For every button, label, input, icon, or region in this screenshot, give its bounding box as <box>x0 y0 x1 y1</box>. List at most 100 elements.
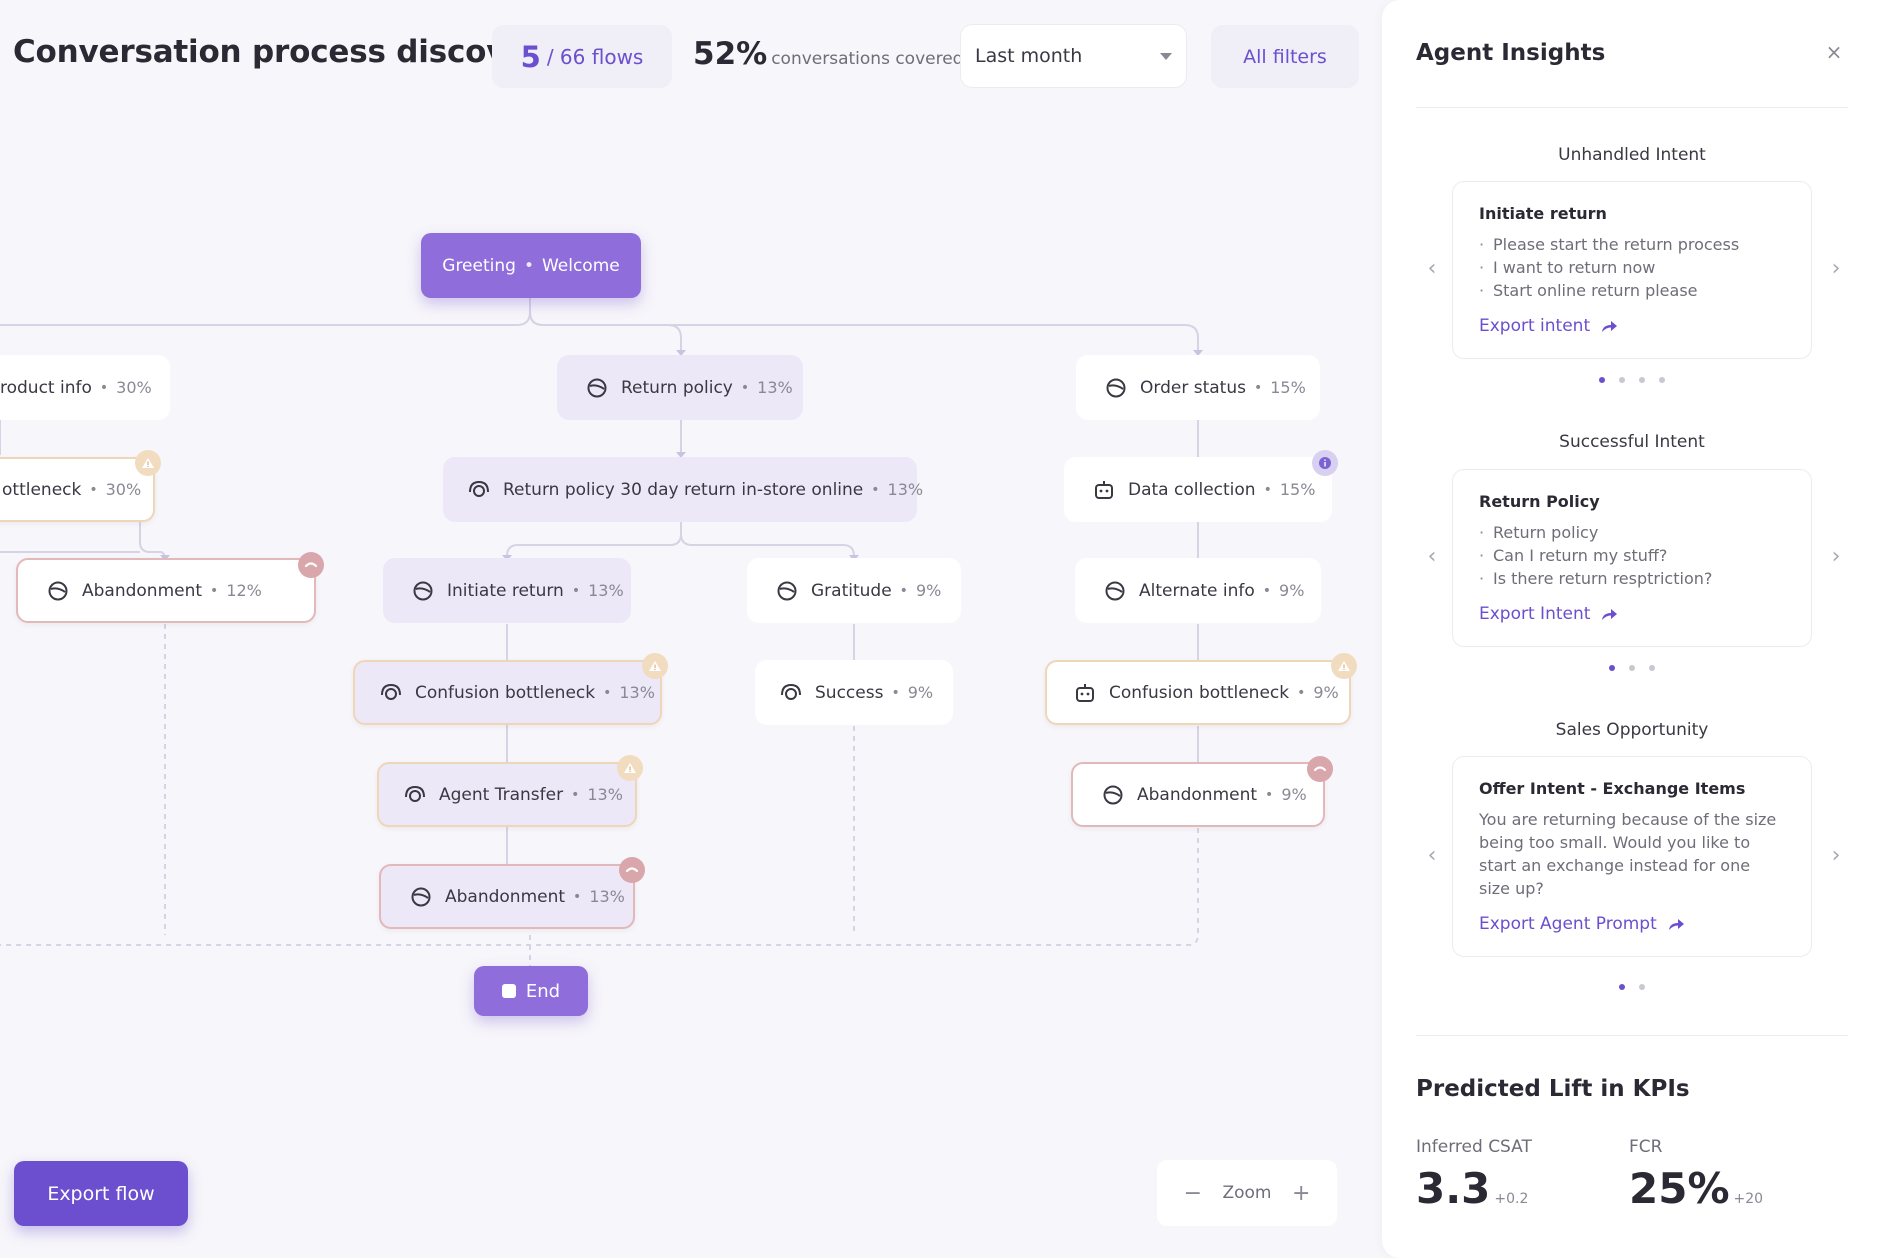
card-title: Return Policy <box>1479 492 1600 511</box>
chevron-right-icon[interactable]: › <box>1831 843 1841 868</box>
export-intent-link[interactable]: Export intent <box>1479 316 1785 336</box>
separator-dot: • <box>603 684 612 701</box>
flow-node-greeting[interactable]: Greeting • Welcome <box>421 233 641 298</box>
list-item: Start online return please <box>1479 279 1785 302</box>
node-percent: 9% <box>1279 581 1305 600</box>
end-label: End <box>525 980 561 1002</box>
flow-node-abandonment-mid[interactable]: Abandonment • 13% <box>379 864 635 929</box>
node-label: Initiate return <box>447 580 564 601</box>
headset-icon <box>381 683 401 700</box>
stop-square-icon <box>501 984 516 998</box>
card-title: Offer Intent - Exchange Items <box>1479 779 1746 798</box>
list-item: Can I return my stuff? <box>1479 544 1785 567</box>
carousel-dot[interactable] <box>1619 377 1625 383</box>
carousel-dot[interactable] <box>1639 984 1645 990</box>
close-icon[interactable]: × <box>1825 40 1843 64</box>
warning-icon <box>642 653 668 679</box>
card-title: Initiate return <box>1479 204 1607 223</box>
carousel-dot[interactable] <box>1659 377 1665 383</box>
chat-bubble-icon <box>587 378 607 397</box>
list-item: Please start the return process <box>1479 233 1785 256</box>
flow-node-bottleneck-left[interactable]: ottleneck • 30% <box>0 457 155 522</box>
separator-dot: • <box>523 255 534 276</box>
warning-icon <box>1331 653 1357 679</box>
flow-node-agent-transfer[interactable]: Agent Transfer • 13% <box>377 762 637 827</box>
export-agent-prompt-link[interactable]: Export Agent Prompt <box>1479 914 1785 934</box>
flow-node-success[interactable]: Success • 9% <box>755 660 953 725</box>
export-flow-button[interactable]: Export flow <box>14 1161 188 1226</box>
separator-dot: • <box>571 582 581 599</box>
flow-canvas <box>0 298 1203 966</box>
carousel-dot[interactable] <box>1609 665 1615 671</box>
chat-bubble-icon <box>1106 378 1126 397</box>
flow-node-return-policy-30[interactable]: Return policy 30 day return in-store onl… <box>443 457 923 522</box>
divider <box>1416 107 1848 108</box>
share-arrow-icon <box>1602 321 1618 332</box>
chevron-right-icon[interactable]: › <box>1831 544 1841 569</box>
zoom-control: − Zoom + <box>1157 1160 1337 1226</box>
separator-dot: • <box>1297 684 1306 701</box>
card-body: You are returning because of the size be… <box>1479 810 1777 898</box>
flow-node-return-policy[interactable]: Return policy • 13% <box>557 355 803 420</box>
separator-dot: • <box>740 379 750 396</box>
chevron-left-icon[interactable]: ‹ <box>1427 256 1437 281</box>
panel-title: Agent Insights <box>1416 40 1606 66</box>
chevron-left-icon[interactable]: ‹ <box>1427 544 1437 569</box>
node-label: Abandonment <box>82 580 203 601</box>
carousel-dot[interactable] <box>1629 665 1635 671</box>
all-filters-label: All filters <box>1243 45 1327 68</box>
zoom-out-button[interactable]: − <box>1183 1180 1203 1206</box>
chevron-down-icon <box>1160 52 1172 60</box>
flow-node-alternate-info[interactable]: Alternate info • 9% <box>1075 558 1321 623</box>
flow-node-confusion-right[interactable]: Confusion bottleneck • 9% <box>1045 660 1351 725</box>
greeting-label: Greeting <box>442 255 516 276</box>
chevron-left-icon[interactable]: ‹ <box>1427 843 1437 868</box>
list-item: Is there return resptriction? <box>1479 567 1785 590</box>
csat-delta: +0.2 <box>1494 1191 1529 1206</box>
greeting-sub: Welcome <box>541 255 620 276</box>
flow-node-initiate-return[interactable]: Initiate return • 13% <box>383 558 631 623</box>
carousel-dot[interactable] <box>1599 377 1605 383</box>
zoom-in-button[interactable]: + <box>1291 1180 1311 1206</box>
fcr-number: 25% <box>1629 1168 1730 1206</box>
link-label: Export Agent Prompt <box>1479 914 1657 934</box>
node-label: Gratitude <box>811 580 892 601</box>
insight-card-sales: Offer Intent - Exchange Items You are re… <box>1452 756 1812 957</box>
separator-dot: • <box>573 888 582 905</box>
flow-node-abandonment-right[interactable]: Abandonment • 9% <box>1071 762 1325 827</box>
period-select-value: Last month <box>975 45 1083 67</box>
warning-icon <box>617 755 643 781</box>
chevron-right-icon[interactable]: › <box>1831 256 1841 281</box>
share-arrow-icon <box>1668 919 1684 930</box>
separator-dot: • <box>899 582 908 599</box>
export-intent-link[interactable]: Export Intent <box>1479 604 1785 624</box>
flow-node-data-collection[interactable]: Data collection • 15% <box>1064 457 1332 522</box>
utterance-list: Return policy Can I return my stuff? Is … <box>1479 521 1785 590</box>
link-label: Export intent <box>1479 316 1591 336</box>
flow-node-confusion-mid[interactable]: Confusion bottleneck • 13% <box>353 660 662 725</box>
carousel-dot[interactable] <box>1619 984 1625 990</box>
flow-node-product-info[interactable]: roduct info • 30% <box>0 355 170 420</box>
flow-node-order-status[interactable]: Order status • 15% <box>1076 355 1320 420</box>
node-label: Alternate info <box>1139 580 1255 601</box>
node-percent: 30% <box>116 378 152 397</box>
section-title-sales: Sales Opportunity <box>1555 720 1709 740</box>
carousel-dot[interactable] <box>1639 377 1645 383</box>
all-filters-button[interactable]: All filters <box>1211 25 1359 88</box>
period-select[interactable]: Last month <box>960 24 1187 88</box>
node-percent: 13% <box>589 887 625 906</box>
flow-node-abandonment-left[interactable]: Abandonment • 12% <box>16 558 316 623</box>
flow-node-end[interactable]: End <box>474 966 588 1016</box>
flow-node-gratitude[interactable]: Gratitude • 9% <box>747 558 961 623</box>
node-label: Data collection <box>1128 479 1256 500</box>
coverage-label: conversations covered <box>771 49 964 69</box>
node-label: ottleneck <box>2 479 82 500</box>
insight-card-successful: Return Policy Return policy Can I return… <box>1452 469 1812 647</box>
flows-count-pill[interactable]: 5 / 66 flows <box>492 25 672 88</box>
node-percent: 13% <box>587 785 623 804</box>
separator-dot: • <box>1263 481 1272 498</box>
node-percent: 12% <box>226 581 262 600</box>
separator-dot: • <box>210 582 219 599</box>
carousel-dot[interactable] <box>1649 665 1655 671</box>
